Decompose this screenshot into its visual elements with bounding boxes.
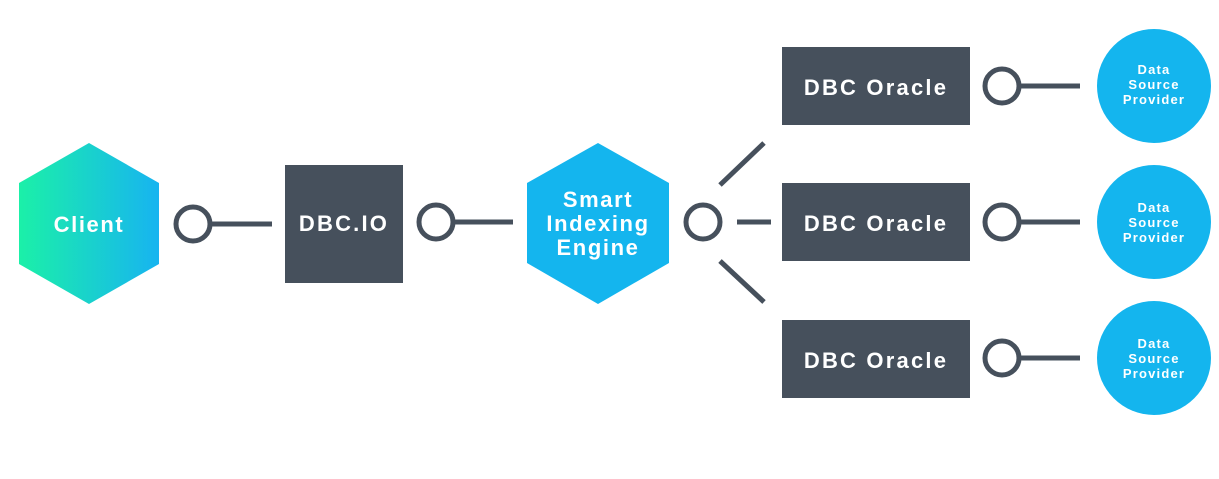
provider-label-line-1: Data	[1138, 336, 1171, 351]
connector-rings	[173, 66, 1022, 378]
oracle-label: DBC Oracle	[804, 211, 948, 236]
connector-ring-oracle2	[982, 202, 1022, 242]
provider-label-line-3: Provider	[1123, 92, 1185, 107]
connectors	[212, 83, 1080, 361]
oracle-label: DBC Oracle	[804, 348, 948, 373]
dbc-io-label: DBC.IO	[299, 211, 389, 236]
oracle-box	[782, 47, 970, 125]
provider-label-line-2: Source	[1128, 215, 1179, 230]
indexing-engine-hexagon	[527, 143, 669, 304]
provider-label-line-3: Provider	[1123, 230, 1185, 245]
provider-label-line-2: Source	[1128, 77, 1179, 92]
connector-ring-oracle1	[982, 66, 1022, 106]
provider-label-line-2: Source	[1128, 351, 1179, 366]
engine-label-line-3: Engine	[557, 235, 640, 260]
dbc-io-node: DBC.IO	[285, 165, 403, 283]
client-node: Client	[19, 143, 159, 304]
client-hexagon	[19, 143, 159, 304]
provider-label-line-3: Provider	[1123, 366, 1185, 381]
connector-ring-oracle3	[982, 338, 1022, 378]
client-label: Client	[54, 212, 125, 237]
connector-line-engine-oracle-top	[718, 141, 766, 187]
engine-label-line-1: Smart	[563, 187, 633, 212]
provider-node-3: Data Source Provider	[1097, 301, 1211, 415]
connector-line-engine-oracle-bottom	[718, 259, 766, 304]
provider-node-2: Data Source Provider	[1097, 165, 1211, 279]
oracle-box	[782, 183, 970, 261]
oracle-node-2: DBC Oracle	[782, 183, 970, 261]
engine-label-line-2: Indexing	[546, 211, 649, 236]
indexing-engine-node: Smart Indexing Engine	[527, 143, 669, 304]
provider-circle	[1097, 29, 1211, 143]
provider-node-1: Data Source Provider	[1097, 29, 1211, 143]
provider-label-line-1: Data	[1138, 200, 1171, 215]
connector-ring-dbcio	[416, 202, 456, 242]
oracle-label: DBC Oracle	[804, 75, 948, 100]
dbc-io-box	[285, 165, 403, 283]
oracle-box	[782, 320, 970, 398]
connector-ring-engine	[683, 202, 723, 242]
oracle-node-1: DBC Oracle	[782, 47, 970, 125]
provider-label-line-1: Data	[1138, 62, 1171, 77]
provider-circle	[1097, 301, 1211, 415]
connector-ring-client	[173, 204, 213, 244]
provider-circle	[1097, 165, 1211, 279]
oracle-node-3: DBC Oracle	[782, 320, 970, 398]
